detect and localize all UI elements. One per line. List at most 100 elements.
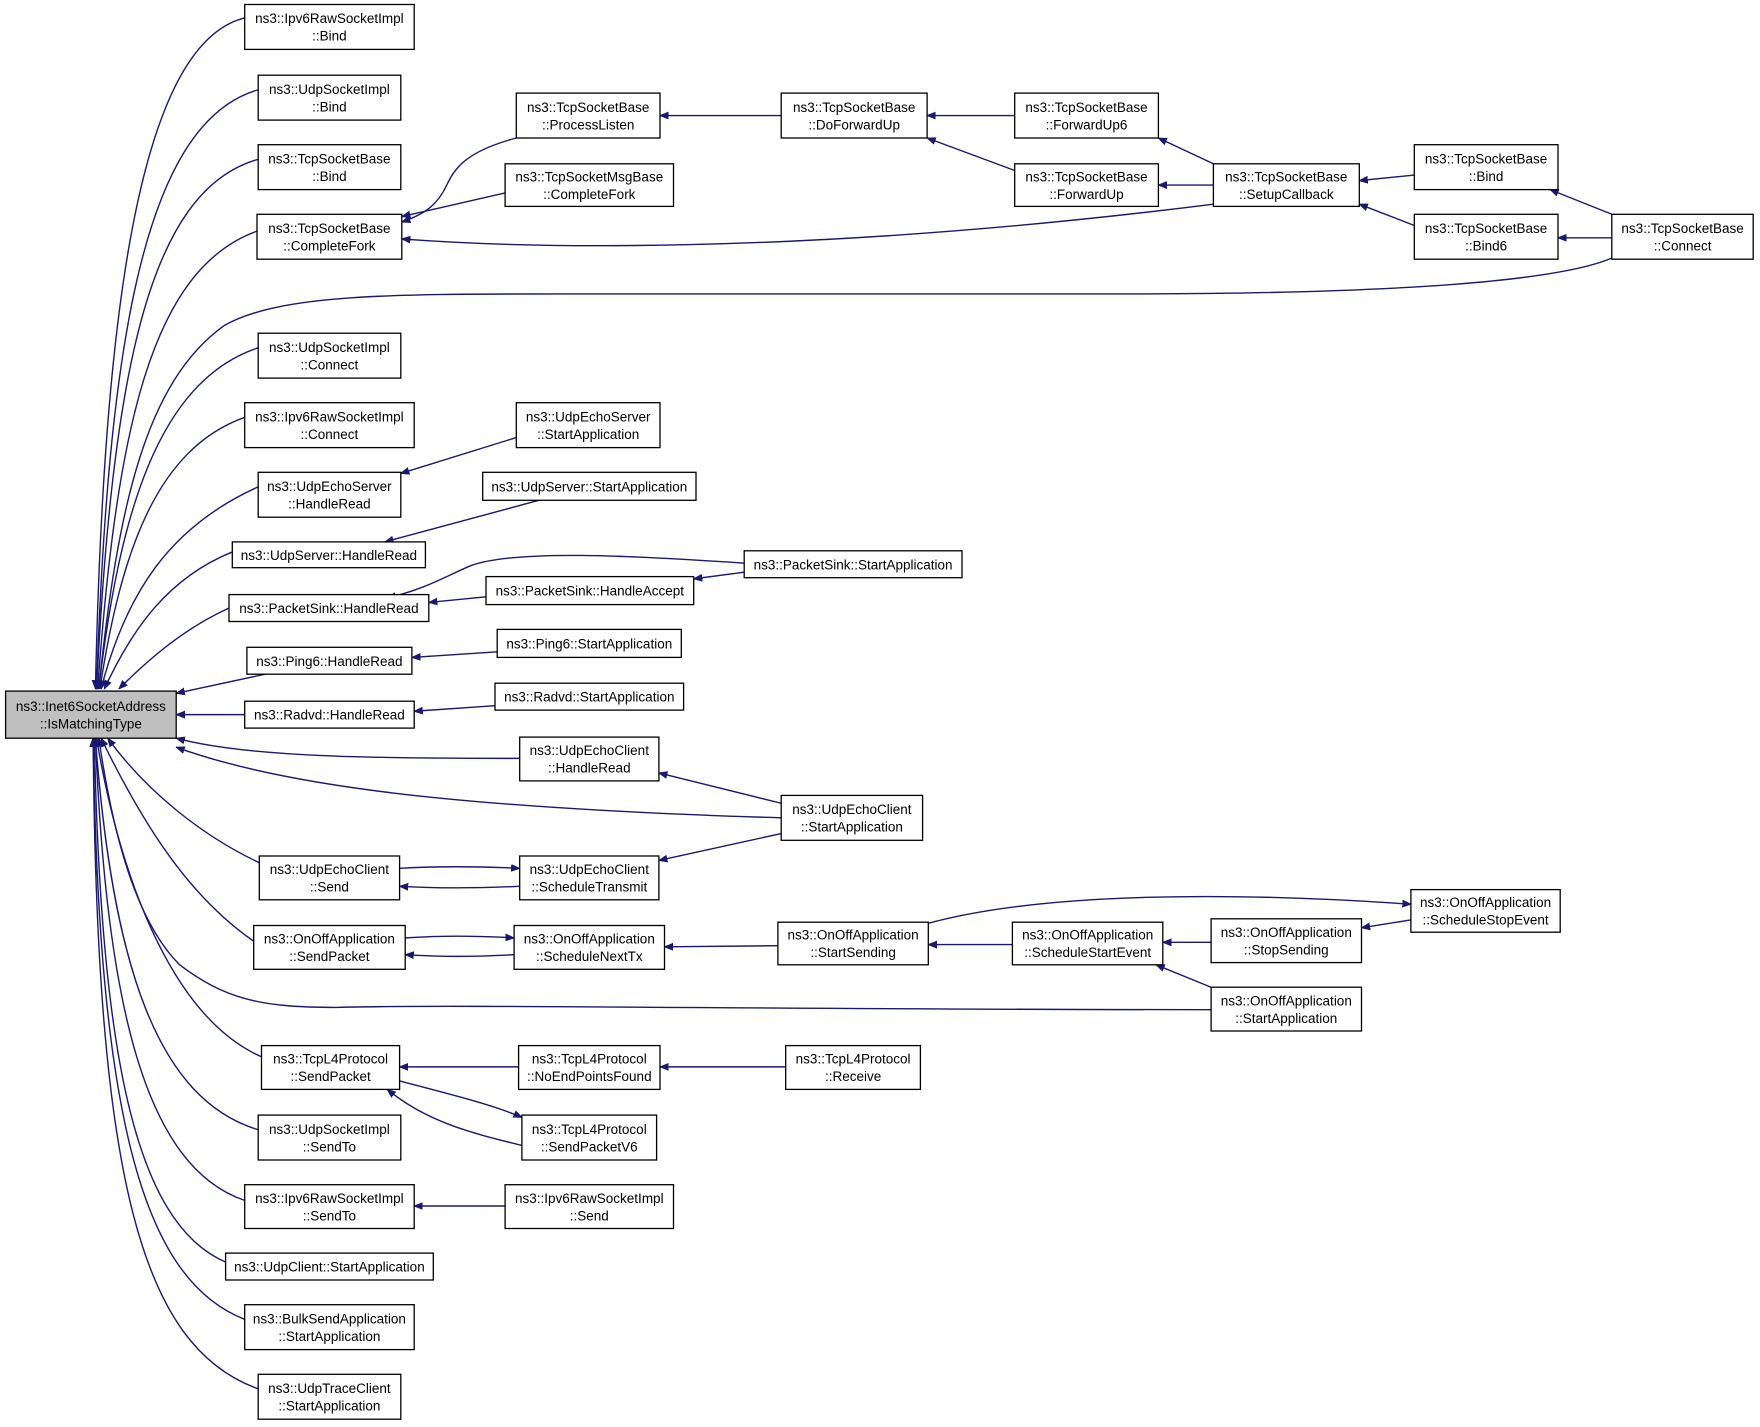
node-box — [1413, 213, 1559, 260]
node-box — [246, 646, 413, 675]
function-node[interactable]: ns3::Ping6::HandleRead — [246, 646, 413, 675]
function-node[interactable]: ns3::TcpSocketBase::DoForwardUp — [780, 92, 928, 139]
nodes: ns3::Inet6SocketAddress::IsMatchingTypen… — [4, 3, 1754, 1420]
node-label: ::StartApplication — [278, 1329, 380, 1344]
function-node[interactable]: ns3::BulkSendApplication::StartApplicati… — [244, 1304, 415, 1351]
function-node[interactable]: ns3::TcpSocketBase::Connect — [1611, 213, 1754, 260]
node-label: ::ScheduleStartEvent — [1024, 945, 1151, 960]
function-node[interactable]: ns3::TcpSocketBase::ForwardUp6 — [1014, 92, 1160, 139]
node-box — [260, 1044, 401, 1091]
function-node[interactable]: ns3::UdpEchoClient::StartApplication — [780, 794, 924, 841]
call-edge-25 — [402, 203, 1214, 247]
node-box — [496, 628, 682, 659]
node-label: ::HandleRead — [548, 761, 631, 776]
function-node[interactable]: ns3::OnOffApplication::StartSending — [777, 921, 929, 966]
function-node[interactable]: ns3::UdpEchoClient::ScheduleTransmit — [519, 855, 660, 901]
function-node[interactable]: ns3::UdpEchoServer::HandleRead — [257, 471, 402, 518]
function-node[interactable]: ns3::TcpSocketBase::CompleteFork — [256, 213, 403, 260]
node-box — [1210, 986, 1363, 1032]
node-label: ns3::TcpSocketBase — [1025, 169, 1147, 184]
function-node[interactable]: ns3::OnOffApplication::ScheduleStartEven… — [1011, 921, 1164, 966]
node-box — [244, 402, 415, 449]
node-box — [1212, 163, 1360, 208]
call-edge-2 — [97, 158, 259, 689]
call-edge-36 — [385, 499, 539, 542]
function-node[interactable]: ns3::OnOffApplication::StartApplication — [1210, 986, 1363, 1032]
function-node[interactable]: ns3::TcpSocketBase::SetupCallback — [1212, 163, 1360, 208]
function-node[interactable]: ns3::UdpSocketImpl::SendTo — [257, 1114, 402, 1161]
call-edge-52 — [1156, 964, 1212, 988]
call-edge-23 — [402, 137, 517, 222]
function-node[interactable]: ns3::UdpServer::HandleRead — [231, 541, 427, 569]
function-node[interactable]: ns3::TcpSocketBase::Bind6 — [1413, 213, 1559, 260]
node-label: ns3::Radvd::HandleRead — [254, 708, 405, 723]
node-label: ::ForwardUp6 — [1046, 117, 1128, 132]
node-label: ::CompleteFork — [283, 239, 376, 254]
function-node[interactable]: ns3::Ipv6RawSocketImpl::SendTo — [244, 1184, 415, 1230]
node-label: ::SendPacket — [290, 1069, 371, 1084]
function-node[interactable]: ns3::TcpSocketBase::Bind — [1413, 144, 1559, 191]
function-node[interactable]: ns3::TcpSocketBase::Bind — [257, 144, 402, 191]
function-node[interactable]: ns3::UdpSocketImpl::Connect — [257, 332, 402, 379]
function-node[interactable]: ns3::OnOffApplication::StopSending — [1210, 918, 1363, 964]
node-box — [515, 92, 661, 139]
function-node[interactable]: ns3::Ipv6RawSocketImpl::Bind — [244, 3, 415, 51]
function-node[interactable]: ns3::TcpSocketBase::ForwardUp — [1014, 163, 1160, 208]
node-label: ns3::TcpSocketBase — [1425, 221, 1547, 236]
function-node[interactable]: ns3::OnOffApplication::ScheduleStopEvent — [1410, 888, 1561, 933]
focus-node[interactable]: ns3::Inet6SocketAddress::IsMatchingType — [4, 690, 177, 739]
node-box — [257, 144, 402, 191]
function-node[interactable]: ns3::UdpClient::StartApplication — [224, 1252, 434, 1281]
function-node[interactable]: ns3::UdpSocketImpl::Bind — [257, 74, 402, 121]
node-box — [224, 1252, 434, 1281]
function-node[interactable]: ns3::PacketSink::HandleRead — [228, 593, 430, 623]
function-node[interactable]: ns3::TcpL4Protocol::Receive — [785, 1044, 922, 1091]
node-box — [1014, 92, 1160, 139]
node-label: ::Receive — [825, 1069, 881, 1084]
node-label: ::Connect — [1654, 239, 1712, 254]
function-node[interactable]: ns3::Ping6::StartApplication — [496, 628, 682, 659]
call-edge-33 — [1550, 188, 1613, 215]
node-box — [504, 1184, 675, 1230]
function-node[interactable]: ns3::Radvd::StartApplication — [494, 682, 685, 711]
function-node[interactable]: ns3::Ipv6RawSocketImpl::Connect — [244, 402, 415, 449]
node-label: ns3::TcpL4Protocol — [273, 1052, 388, 1067]
call-edge-42 — [659, 773, 782, 804]
function-node[interactable]: ns3::TcpL4Protocol::NoEndPointsFound — [517, 1044, 661, 1091]
node-label: ns3::OnOffApplication — [264, 932, 395, 947]
function-node[interactable]: ns3::PacketSink::StartApplication — [743, 550, 963, 579]
call-edge-13 — [176, 747, 782, 819]
node-box — [785, 1044, 922, 1091]
call-edge-10 — [176, 673, 266, 693]
node-label: ns3::UdpSocketImpl — [269, 340, 390, 355]
function-node[interactable]: ns3::UdpTraceClient::StartApplication — [257, 1373, 402, 1420]
function-node[interactable]: ns3::PacketSink::HandleAccept — [485, 575, 695, 606]
function-node[interactable]: ns3::OnOffApplication::SendPacket — [253, 924, 406, 970]
call-edge-29 — [1158, 137, 1214, 165]
node-box — [244, 1184, 415, 1230]
function-node[interactable]: ns3::UdpEchoClient::HandleRead — [519, 736, 660, 782]
node-label: ns3::TcpSocketBase — [1225, 169, 1347, 184]
function-node[interactable]: ns3::UdpServer::StartApplication — [482, 471, 697, 501]
node-label: ns3::TcpSocketBase — [1025, 100, 1147, 115]
function-node[interactable]: ns3::TcpSocketBase::ProcessListen — [515, 92, 661, 139]
function-node[interactable]: ns3::TcpL4Protocol::SendPacketV6 — [521, 1114, 658, 1161]
node-label: ns3::UdpTraceClient — [268, 1381, 391, 1396]
function-node[interactable]: ns3::Radvd::HandleRead — [244, 700, 415, 729]
function-node[interactable]: ns3::UdpEchoServer::StartApplication — [515, 402, 661, 449]
function-node[interactable]: ns3::UdpEchoClient::Send — [258, 855, 401, 901]
function-node[interactable]: ns3::TcpSocketMsgBase::CompleteFork — [504, 163, 675, 208]
call-edge-32 — [1359, 203, 1415, 227]
function-node[interactable]: ns3::TcpL4Protocol::SendPacket — [260, 1044, 401, 1091]
node-box — [1210, 918, 1363, 964]
node-label: ::ForwardUp — [1049, 187, 1123, 202]
call-edge-43 — [659, 832, 782, 861]
node-label: ::Bind6 — [1465, 239, 1507, 254]
call-edge-0 — [95, 17, 245, 689]
function-node[interactable]: ns3::OnOffApplication::ScheduleNextTx — [513, 924, 666, 970]
node-label: ::StartApplication — [278, 1399, 380, 1414]
function-node[interactable]: ns3::Ipv6RawSocketImpl::Send — [504, 1184, 675, 1230]
node-box — [257, 1373, 402, 1420]
call-edge-35 — [401, 436, 517, 474]
